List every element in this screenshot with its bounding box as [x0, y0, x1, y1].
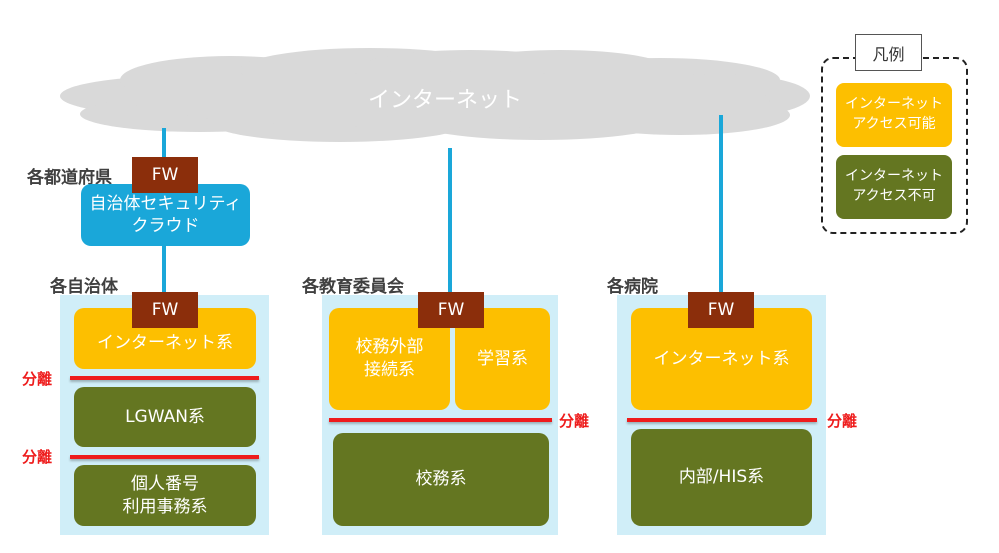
education-separator — [329, 418, 552, 422]
internet-cloud-label: インターネット — [367, 88, 522, 113]
municipality-firewall: FW — [132, 292, 198, 328]
education-school-affairs-block: 校務系 — [333, 433, 549, 526]
security-cloud: 自治体セキュリティ クラウド — [81, 184, 250, 246]
hospital-separator-label: 分離 — [827, 412, 858, 430]
municipality-heading: 各自治体 — [50, 277, 118, 297]
municipality-separator-2-label: 分離 — [22, 448, 53, 466]
education-board-firewall: FW — [418, 292, 484, 328]
legend-item-internet-accessible: インターネット アクセス可能 — [836, 83, 952, 147]
hospital-firewall: FW — [688, 292, 754, 328]
link-education-board — [448, 148, 452, 293]
municipality-separator-2 — [70, 455, 259, 459]
link-hospital — [719, 115, 723, 293]
hospital-internal-his-block: 内部/HIS系 — [631, 429, 812, 526]
hospital-separator — [627, 418, 817, 422]
prefecture-heading: 各都道府県 — [27, 168, 112, 188]
municipality-separator-1-label: 分離 — [22, 370, 53, 388]
municipality-separator-1 — [70, 376, 259, 380]
municipality-lgwan-block: LGWAN系 — [74, 387, 256, 447]
hospital-heading: 各病院 — [607, 277, 658, 297]
municipality-mynumber-block: 個人番号 利用事務系 — [74, 465, 256, 526]
prefecture-firewall: FW — [132, 157, 198, 193]
education-separator-label: 分離 — [559, 412, 590, 430]
legend-title: 凡例 — [855, 34, 922, 71]
legend-item-internet-blocked: インターネット アクセス不可 — [836, 155, 952, 219]
education-board-heading: 各教育委員会 — [302, 277, 404, 297]
